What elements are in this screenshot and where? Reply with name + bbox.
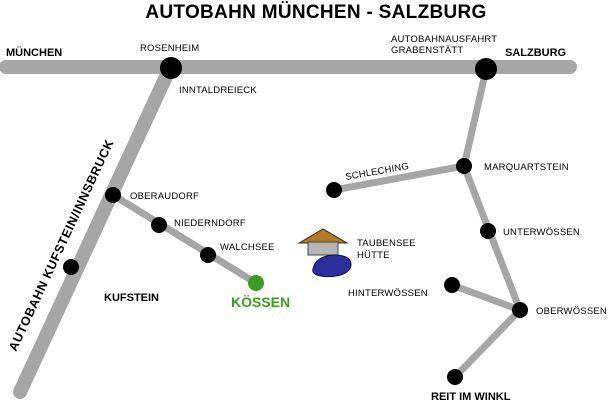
hut-roof — [297, 228, 349, 244]
node-walchsee[interactable] — [200, 247, 216, 263]
junction-nodes — [63, 57, 528, 385]
lake-icon — [312, 254, 352, 278]
node-grabenstaett[interactable] — [475, 58, 497, 80]
label-taubensee-line1: TAUBENSEE — [357, 238, 416, 249]
label-hinterwoessen: HINTERWÖSSEN — [348, 288, 428, 299]
road-marquartstein-oberwoessen — [460, 162, 524, 314]
node-marquartstein[interactable] — [456, 158, 472, 174]
label-rosenheim: ROSENHEIM — [140, 43, 199, 54]
node-hinterwoessen[interactable] — [444, 277, 460, 293]
road-schleching-marquartstein — [330, 162, 468, 194]
label-niederndorf: NIEDERNDORF — [174, 218, 246, 229]
node-unterwoessen[interactable] — [480, 223, 496, 239]
map-title: AUTOBAHN MÜNCHEN - SALZBURG — [145, 2, 486, 23]
label-taubensee-line2: HÜTTE — [357, 250, 390, 261]
label-oberaudorf: OBERAUDORF — [130, 191, 199, 202]
label-oberwoessen: OBERWÖSSEN — [536, 306, 607, 317]
label-kufstein: KUFSTEIN — [104, 292, 159, 304]
road-grabenstaett-marquartstein — [460, 66, 490, 170]
road-hinterwoessen-oberwoessen — [448, 281, 524, 314]
label-walchsee: WALCHSEE — [220, 242, 275, 253]
node-kufstein-junction[interactable] — [63, 259, 79, 275]
label-muenchen: MÜNCHEN — [6, 46, 62, 59]
label-ausfahrt-line2: GRABENSTÄTT — [391, 45, 463, 56]
node-oberwoessen[interactable] — [512, 302, 528, 318]
hut-icon — [297, 228, 349, 256]
label-koessen: KÖSSEN — [231, 294, 290, 310]
node-schleching[interactable] — [326, 182, 342, 198]
label-ausfahrt-line1: AUTOBAHNAUSFAHRT — [391, 34, 497, 45]
label-inntaldreieck: INNTALDREIECK — [179, 85, 257, 96]
road-oberwoessen-reit-im-winkl — [451, 306, 524, 381]
label-autobahn-kufstein: AUTOBAHN KUFSTEIN/INNSBRUCK — [6, 137, 117, 353]
node-koessen[interactable] — [248, 275, 264, 291]
node-reit-im-winkl[interactable] — [447, 369, 463, 385]
node-rosenheim[interactable] — [160, 57, 182, 79]
node-niederndorf[interactable] — [151, 217, 167, 233]
road-autobahn-kufstein — [13, 61, 177, 399]
label-marquartstein: MARQUARTSTEIN — [484, 162, 569, 173]
label-reit-im-winkl: REIT IM WINKL — [431, 391, 511, 401]
road-oberaudorf-koessen — [109, 191, 260, 287]
hut-body — [307, 241, 339, 256]
label-unterwoessen: UNTERWÖSSEN — [503, 227, 580, 238]
node-oberaudorf[interactable] — [105, 187, 121, 203]
label-salzburg: SALZBURG — [505, 47, 566, 59]
